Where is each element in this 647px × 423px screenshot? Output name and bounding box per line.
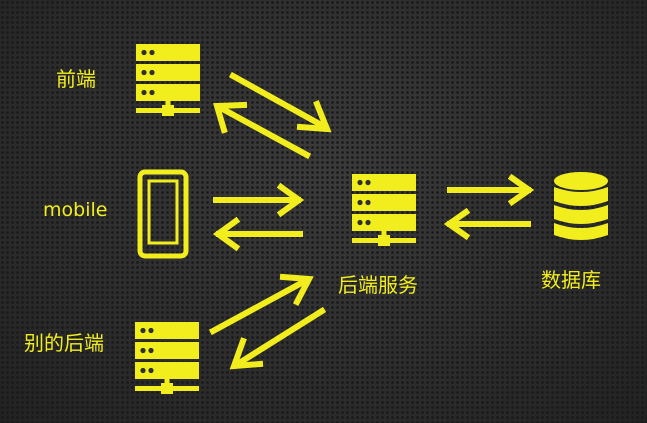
- mobile-label: mobile: [43, 199, 108, 221]
- frontend-label: 前端: [56, 67, 96, 91]
- database-label: 数据库: [541, 268, 601, 292]
- backend-service-server-icon: [352, 174, 416, 246]
- arrow-backend-database: [443, 173, 535, 241]
- other-backend-label: 别的后端: [24, 331, 104, 355]
- arrow-other-backend-backend: [208, 273, 327, 370]
- other-backend-server-icon: [135, 322, 199, 394]
- backend-service-label: 后端服务: [338, 273, 418, 297]
- smartphone-icon: [137, 169, 189, 259]
- arrow-mobile-backend: [212, 182, 305, 252]
- database-icon: [554, 172, 608, 240]
- arrow-frontend-backend: [213, 71, 332, 160]
- frontend-server-icon: [136, 44, 200, 116]
